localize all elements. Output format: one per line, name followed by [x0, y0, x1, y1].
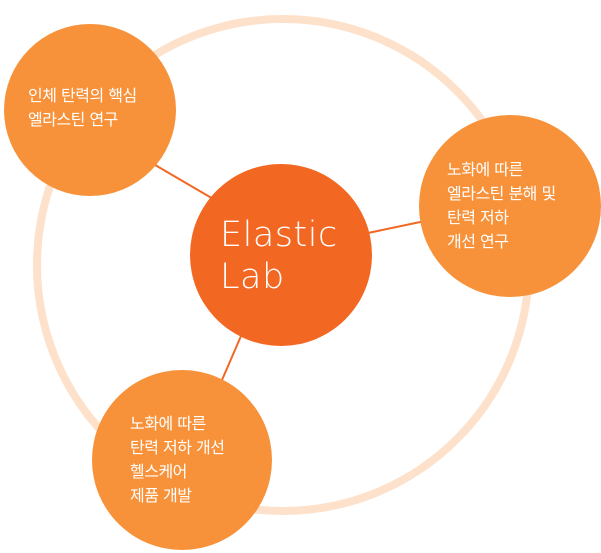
node-text: 헬스케어	[130, 462, 187, 481]
node-text: 노화에 따른	[130, 414, 206, 433]
center-title-line1: Elastic	[220, 215, 338, 255]
node-text: 엘라스틴 분해 및	[447, 184, 556, 203]
node-elastin-research: 인체 탄력의 핵심 엘라스틴 연구	[4, 24, 176, 196]
node-text: 노화에 따른	[447, 160, 523, 179]
center-title-line2: Lab	[220, 257, 285, 297]
connector-right	[367, 220, 426, 234]
node-text: 탄력 저하	[447, 208, 509, 227]
node-text: 인체 탄력의 핵심	[28, 86, 137, 105]
node-text: 탄력 저하 개선	[130, 438, 225, 457]
node-text: 엘라스틴 연구	[28, 110, 118, 129]
node-text: 제품 개발	[130, 486, 192, 505]
connector-top-left	[149, 161, 216, 201]
node-aging-elastin-degradation: 노화에 따른 엘라스틴 분해 및 탄력 저하 개선 연구	[419, 115, 601, 297]
node-healthcare-products: 노화에 따른 탄력 저하 개선 헬스케어 제품 개발	[92, 370, 272, 550]
center-title: Elastic Lab	[220, 214, 338, 298]
connector-bottom	[221, 335, 242, 381]
node-text: 개선 연구	[447, 232, 509, 251]
center-node-elastic-lab: Elastic Lab	[190, 164, 372, 346]
